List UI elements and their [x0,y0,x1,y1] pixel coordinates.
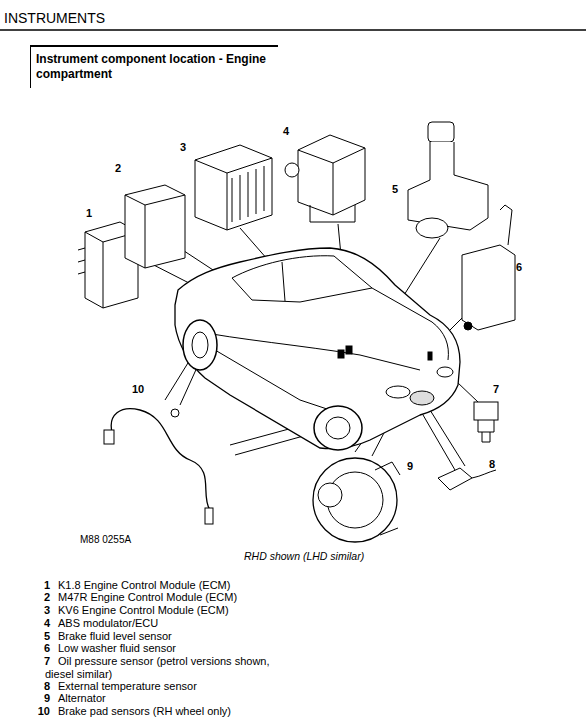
abs-modulator [298,135,365,215]
abs-bracket [310,205,355,222]
rear-hub [192,332,208,358]
headlamp [386,386,410,398]
washer-filler [500,205,512,245]
page-title: INSTRUMENTS [4,10,105,26]
key-number: 9 [34,692,50,705]
callout-number: 5 [392,183,398,196]
wire-clip [171,409,179,417]
component-marker [346,346,352,354]
ecm-edge [195,158,272,230]
front-wheel [314,406,362,450]
car-pillar [282,262,285,301]
alternator-pulley [318,483,342,507]
callout-number: 4 [283,125,289,138]
oil-pressure-sensor [474,402,498,420]
key-text: Alternator [45,692,283,705]
alternator-lugs [375,462,400,535]
washer-bottle [462,245,515,330]
car-side-line [190,330,420,370]
alternator [313,458,397,542]
key-text: M47R Engine Control Module (ECM) [45,591,283,604]
callout-number: 7 [493,383,499,396]
component-marker [338,350,344,358]
callout-number: 3 [180,141,186,154]
key-number: 5 [34,630,50,643]
temperature-sensor [438,468,472,490]
sensor-wire [472,470,496,478]
key-number: 3 [34,604,50,617]
key-number: 10 [34,705,50,718]
key-text: Brake pad sensors (RH wheel only) [45,705,283,718]
figure-caption: RHD shown (LHD similar) [244,550,364,562]
ecm-ribs [232,166,264,222]
key-text: K1.8 Engine Control Module (ECM) [45,579,283,592]
header-rule [0,29,586,31]
key-text: Low washer fluid sensor [45,642,283,655]
level-sensor [416,218,448,238]
brake-reservoir [408,142,488,230]
ecm-kv6 [195,145,272,230]
car-bonnet [372,288,448,360]
abs-edge [298,148,365,215]
key-number: 6 [34,642,50,655]
callout-number: 8 [489,458,495,471]
front-hub [326,417,350,439]
key-text: External temperature sensor [45,680,283,693]
rear-wheel [183,320,217,370]
callout-number: 1 [86,207,92,220]
callout-number: 10 [132,383,144,396]
key-number: 4 [34,617,50,630]
section-heading-box: Instrument component location - Engine c… [30,45,278,88]
key-text: KV6 Engine Control Module (ECM) [45,604,283,617]
key-text: Oil pressure sensor (petrol versions sho… [45,655,283,680]
component-marker [428,352,432,360]
callout-number: 2 [115,162,121,175]
car-sill [215,350,330,410]
ecm-tab [78,248,85,274]
sensor-thread [478,420,494,442]
grille [410,391,434,405]
ecm-m47r [125,185,185,268]
sensor-wire [111,409,210,510]
reservoir-cap [428,122,454,142]
abs-motor [285,163,299,177]
key-number: 7 [34,655,50,668]
figure-code: M88 0255A [80,534,131,546]
section-heading: Instrument component location - Engine c… [36,52,274,82]
callout-number: 6 [516,261,522,274]
washer-sensor [464,322,472,330]
key-number: 8 [34,680,50,693]
key-text: Brake fluid level sensor [45,630,283,643]
key-text: ABS modulator/ECU [45,617,283,630]
headlamp [437,367,453,377]
pad-sensor-plug [104,430,114,444]
key-number: 1 [34,579,50,592]
key-number: 2 [34,591,50,604]
pad-sensor-tip [205,508,213,524]
ecm-edge [125,195,185,268]
car-windows [232,256,372,302]
callout-number: 9 [407,460,413,473]
